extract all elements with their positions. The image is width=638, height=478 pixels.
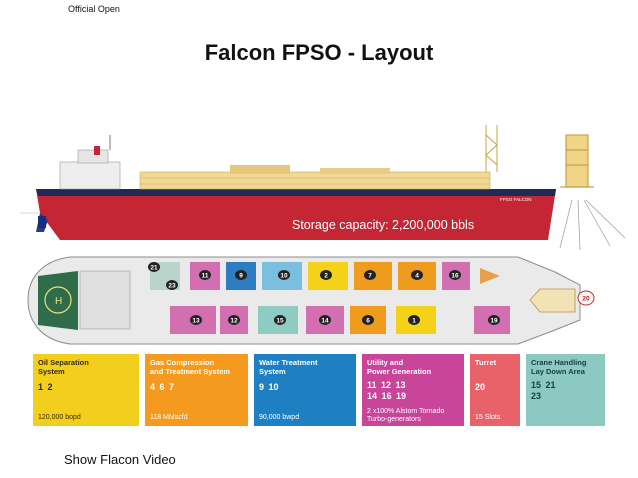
legend-numbers: 20 [475, 382, 486, 392]
plan-number-labels: 21 11 9 10 2 7 4 16 23 20 13 12 15 14 6 … [150, 265, 590, 325]
plan-label: 2 [324, 273, 328, 280]
funnel [94, 146, 100, 155]
plan-label: 11 [202, 273, 209, 280]
turret-structure [560, 134, 594, 188]
plan-label: 14 [321, 318, 329, 325]
plan-label: 15 [276, 318, 284, 325]
legend-title: Gas Compression [150, 358, 215, 367]
deck-railing [140, 177, 490, 185]
plan-label: 13 [192, 318, 200, 325]
turret-plan [529, 288, 576, 313]
bridge-block [77, 149, 109, 164]
helideck [38, 271, 78, 330]
ship-name-plate: FPSO FALCON [500, 197, 532, 202]
legend-title: Oil Separation [38, 358, 89, 367]
legend-crane-handling: Crane Handling Lay Down Area 15 21 23 [526, 354, 605, 426]
legend-capacity: Turbo-generators [367, 416, 421, 423]
helideck-h: H [55, 296, 62, 307]
legend-numbers: 9 10 [259, 382, 279, 392]
legend-capacity: 120,000 bopd [38, 414, 81, 421]
page-title: Falcon FPSO - Layout [204, 40, 434, 65]
legend-water-treatment: Water Treatment System 9 10 90,000 bwpd [254, 354, 356, 426]
plan-label: 20 [582, 296, 590, 303]
accommodation-block [59, 161, 121, 190]
legend-oil-separation: Oil Separation System 1 2 120,000 bopd [33, 354, 139, 426]
ship-elevation: FPSO FALCON Storage capacity: 2,200,000 … [20, 125, 626, 251]
storage-capacity-text: Storage capacity: 2,200,000 bbls [292, 218, 474, 232]
mooring-lines [559, 199, 626, 251]
plan-label: 23 [168, 283, 176, 290]
flare-tower [485, 125, 498, 172]
accommodation-plan [79, 270, 131, 330]
plan-label: 9 [239, 273, 243, 280]
legend-numbers: 11 12 13 [367, 380, 406, 390]
legend-title: and Treatment System [150, 367, 231, 376]
legend-turret: Turret 20 15 Slots [470, 354, 520, 426]
ship-hull [36, 189, 556, 240]
show-video-link[interactable]: Show Flacon Video [64, 452, 176, 467]
hull-marker [38, 216, 46, 228]
plan-label: 4 [415, 273, 419, 280]
plan-label: 12 [230, 318, 238, 325]
plan-label: 16 [451, 273, 459, 280]
plan-label: 10 [280, 273, 288, 280]
legend-numbers: 1 2 [38, 382, 53, 392]
legend-title: Turret [475, 358, 497, 367]
hull-stripe [36, 189, 556, 196]
plan-label: 21 [150, 265, 158, 272]
helideck-circle [44, 286, 72, 314]
legend-title: Crane Handling [531, 358, 587, 367]
legend-capacity: 118 MMscfd [150, 414, 188, 421]
legend-title: System [259, 367, 286, 376]
legend-numbers: 14 16 19 [367, 391, 407, 401]
topsides-deck [139, 171, 491, 190]
legend-numbers: 23 [531, 391, 542, 401]
legend-title: Water Treatment [259, 358, 318, 367]
legend-numbers: 4 6 7 [150, 382, 175, 392]
legend-capacity: 2 x100% Alstom Tornado [367, 408, 445, 415]
legend-capacity: 90,000 bwpd [259, 414, 300, 421]
legend-numbers: 15 21 [531, 380, 556, 390]
plan-label: 7 [368, 273, 372, 280]
legend-utility-power: Utility and Power Generation 11 12 13 14… [362, 354, 464, 426]
module-block [320, 168, 390, 174]
legend-title: Power Generation [367, 367, 432, 376]
ship-plan-view: H [27, 256, 595, 345]
module-block [230, 165, 290, 174]
plan-number-badges [148, 262, 595, 325]
legend-title: Lay Down Area [531, 367, 585, 376]
plan-label: 1 [412, 318, 416, 325]
classification-label: Official Open [68, 4, 120, 14]
plan-label: 6 [366, 318, 370, 325]
plan-label: 19 [490, 318, 498, 325]
bow-arrow [480, 268, 500, 284]
legend-gas-compression: Gas Compression and Treatment System 4 6… [145, 354, 248, 426]
legend-title: Utility and [367, 358, 404, 367]
legend-title: System [38, 367, 65, 376]
legend-capacity: 15 Slots [475, 414, 501, 421]
